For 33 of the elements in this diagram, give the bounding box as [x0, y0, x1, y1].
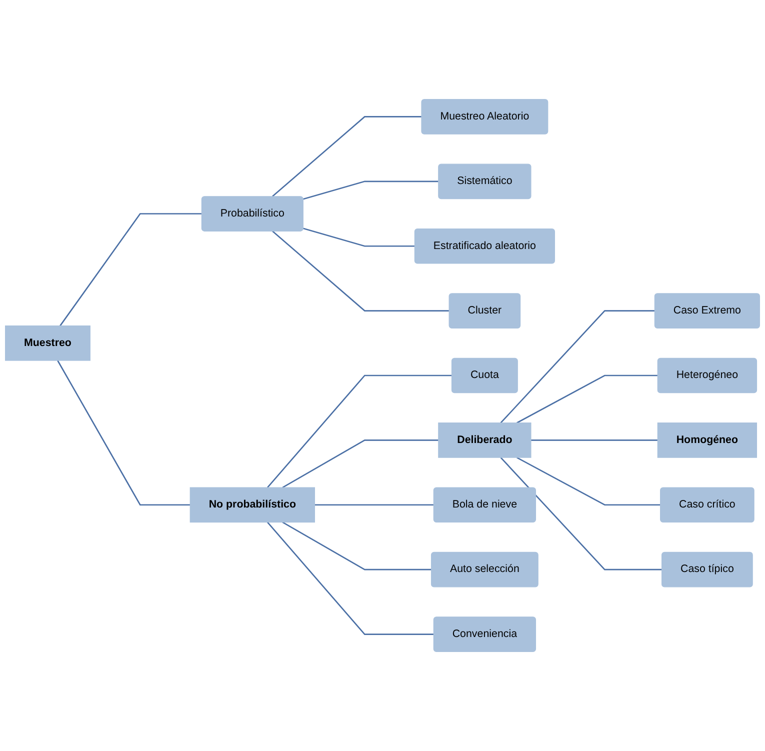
connector [266, 374, 452, 488]
connector [314, 504, 434, 506]
connector [500, 457, 662, 570]
node-box: Muestreo Aleatorio [421, 99, 548, 134]
node-box: Estratificado aleatorio [414, 228, 555, 264]
connector [282, 522, 432, 570]
connector [302, 228, 415, 247]
connector [57, 360, 190, 506]
node-box: Bola de nieve [433, 487, 536, 523]
node-box: Muestreo [5, 325, 90, 361]
node-box: Sistemático [438, 164, 532, 200]
node-box: No probabilístico [190, 487, 315, 523]
connector [272, 116, 422, 197]
connector [272, 230, 450, 312]
node-box: Auto selección [430, 552, 538, 588]
node-box: Conveniencia [433, 616, 536, 652]
connector [282, 440, 438, 488]
connector [60, 213, 202, 326]
node-box: Caso típico [661, 552, 753, 588]
node-box: Cuota [451, 358, 518, 394]
connector [530, 440, 658, 441]
node-box: Cluster [448, 293, 521, 328]
node-box: Caso crítico [660, 487, 754, 523]
node-box: Deliberado [438, 422, 532, 458]
connector [516, 456, 660, 506]
connector [302, 180, 438, 200]
node-box: Probabilístico [201, 196, 304, 232]
node-box: Homogéneo [657, 422, 758, 458]
connector [266, 522, 434, 635]
node-box: Heterogéneo [657, 358, 758, 394]
node-box: Caso Extremo [654, 293, 760, 328]
connector [516, 374, 658, 424]
connector [500, 310, 655, 424]
